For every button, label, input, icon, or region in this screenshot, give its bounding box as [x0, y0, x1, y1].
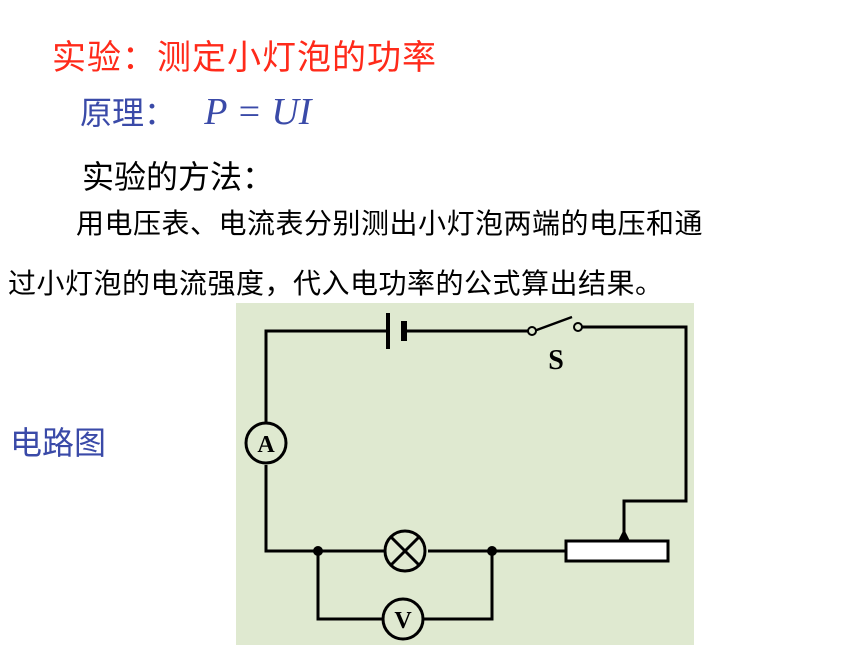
principle-label: 原理：: [80, 94, 177, 132]
ammeter: [244, 421, 288, 465]
wire-voltmeter-left: [316, 551, 384, 621]
slide-title: 实验：测定小灯泡的功率: [52, 38, 437, 78]
method-text-line-2: 过小灯泡的电流强度，代入电功率的公式算出结果。: [8, 267, 664, 300]
wire-right: [582, 325, 688, 537]
rheostat: [564, 539, 670, 563]
junction-left: [313, 546, 323, 556]
wire-left-bottom: [264, 465, 384, 553]
switch-terminal-right: [573, 322, 583, 332]
switch-terminal-left: [527, 326, 537, 336]
power-formula: P = UI: [204, 91, 312, 133]
switch-blade: [533, 315, 573, 333]
voltmeter-label: V: [394, 608, 412, 634]
wire-top-left: [264, 329, 388, 441]
wire-voltmeter-right: [422, 551, 494, 621]
principle-line: 原理： P = UI: [80, 88, 311, 134]
method-heading: 实验的方法：: [82, 158, 275, 196]
switch-label: S: [548, 345, 564, 376]
circuit-diagram: S A V: [236, 303, 694, 645]
ammeter-label: A: [257, 432, 275, 458]
lamp-icon: [383, 529, 427, 573]
method-text-line-1: 用电压表、电流表分别测出小灯泡两端的电压和通: [76, 207, 704, 240]
voltmeter: [381, 597, 425, 641]
rheostat-slider-arrow: [618, 529, 630, 541]
circuit-svg: S A V: [244, 313, 688, 641]
junction-right: [487, 546, 497, 556]
circuit-wires: [264, 313, 688, 621]
circuit-diagram-label: 电路图: [10, 424, 107, 462]
